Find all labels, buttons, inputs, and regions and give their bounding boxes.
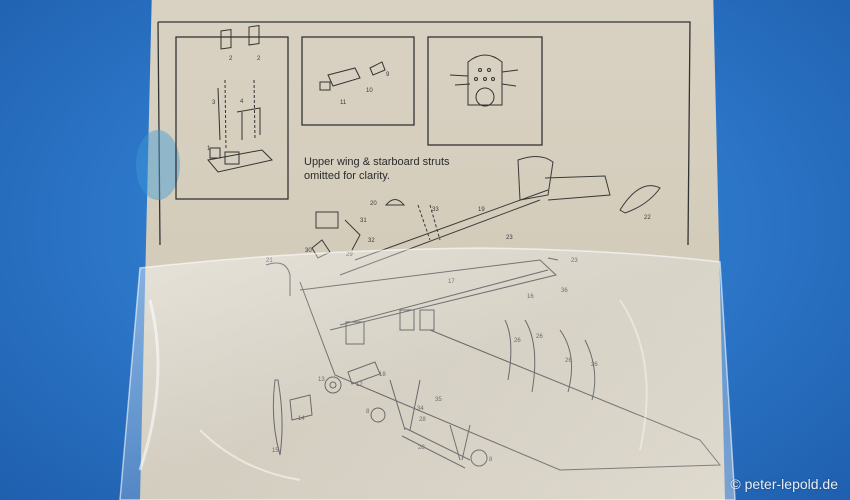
svg-text:2: 2 [229, 56, 233, 62]
svg-text:20: 20 [370, 201, 377, 207]
svg-text:32: 32 [368, 238, 375, 244]
copyright-watermark: © peter-lepold.de [730, 476, 838, 492]
svg-text:22: 22 [644, 215, 651, 221]
ink-stain [136, 130, 180, 200]
instruction-caption: Upper wing & starboard struts omitted fo… [304, 155, 454, 183]
strut-bracket-drawing [319, 61, 386, 91]
inset-box-1 [175, 36, 289, 200]
svg-text:4: 4 [240, 99, 244, 105]
instrument-panel-drawing [449, 54, 519, 107]
svg-text:2: 2 [257, 56, 261, 62]
caption-line-2: omitted for clarity. [304, 170, 390, 182]
svg-text:23: 23 [506, 235, 513, 241]
svg-text:33: 33 [432, 207, 439, 213]
inset-box-3 [427, 36, 543, 146]
inset-box-2 [301, 36, 415, 126]
cockpit-assembly-drawing [207, 25, 273, 173]
svg-text:1: 1 [207, 146, 211, 152]
caption-line-1: Upper wing & starboard struts [304, 156, 450, 168]
svg-text:9: 9 [386, 72, 390, 78]
svg-text:30: 30 [305, 248, 312, 254]
svg-text:31: 31 [360, 218, 367, 224]
svg-text:11: 11 [340, 100, 347, 106]
page-border [158, 21, 691, 246]
svg-text:10: 10 [366, 88, 373, 94]
svg-text:3: 3 [212, 100, 216, 106]
svg-text:19: 19 [478, 207, 485, 213]
